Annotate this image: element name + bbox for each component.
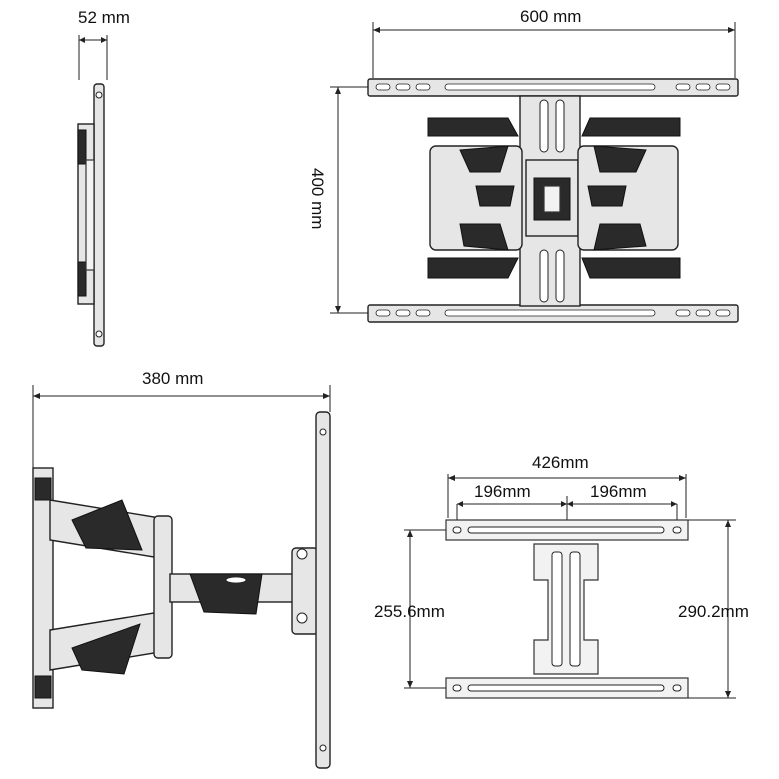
logo-badge-icon — [225, 576, 247, 584]
arm-lower-right — [581, 257, 681, 279]
arm-cover-left-bottom — [459, 223, 509, 251]
arrow-head — [728, 27, 735, 33]
arm-upper-right — [581, 117, 681, 137]
upper-arm-cover — [71, 499, 143, 551]
plate-hole — [672, 526, 682, 534]
extended-view: 380 mm — [32, 369, 331, 769]
width-label: 600 mm — [520, 7, 581, 26]
arrow-head — [335, 306, 341, 313]
arrow-head — [335, 87, 341, 94]
plate-hole — [452, 526, 462, 534]
center-slot — [539, 99, 549, 153]
tilt-knob — [296, 612, 308, 624]
center-slot — [555, 249, 565, 303]
plate-hole — [452, 684, 462, 692]
bolt-hole — [95, 330, 103, 338]
arrow-head — [725, 691, 731, 698]
left-spacing-label: 196mm — [474, 482, 531, 501]
bolt-hole — [319, 744, 327, 752]
wall-plate-clip — [34, 675, 52, 699]
right-spacing-label: 196mm — [590, 482, 647, 501]
plate-hole — [672, 684, 682, 692]
arrow-head — [457, 501, 463, 507]
side-bracket-top — [77, 129, 87, 165]
arrow-head — [679, 475, 686, 481]
arrow-head — [407, 530, 413, 537]
arm-upper-left — [427, 117, 519, 137]
arrow-head — [33, 393, 40, 399]
arrow-head — [323, 393, 330, 399]
arrow-head — [561, 501, 567, 507]
arm-cover-right-mid — [587, 185, 627, 207]
arm-lower-left — [427, 257, 519, 279]
arrow-head — [448, 475, 455, 481]
center-slot — [555, 99, 565, 153]
arrow-head — [671, 501, 677, 507]
height-label: 400 mm — [308, 168, 327, 229]
side-arm-profile — [85, 159, 95, 271]
overall-width-label: 426mm — [532, 453, 589, 472]
tilt-knob — [296, 548, 308, 560]
bolt-hole — [95, 91, 103, 99]
arm-cover-left-mid — [475, 185, 515, 207]
wall-bracket-insert — [543, 185, 561, 213]
plate-spine — [533, 543, 599, 675]
arrow-head — [567, 501, 573, 507]
depth-label: 52 mm — [78, 8, 130, 27]
lower-arm-cover — [71, 623, 141, 675]
arrow-head — [725, 520, 731, 527]
plate-slot — [467, 684, 665, 692]
forearm-cover — [189, 573, 263, 615]
plate-slot — [467, 526, 665, 534]
wall-plate-view: 426mm 196mm 196mm 255.6mm — [374, 453, 749, 699]
spine-slot — [551, 551, 563, 667]
arrow-head — [373, 27, 380, 33]
arrow-head — [407, 681, 413, 688]
front-view: 600 mm 400 mm — [308, 7, 739, 323]
arm-cover-left-top — [459, 145, 509, 173]
arrow-head — [79, 37, 85, 43]
arrow-head — [101, 37, 107, 43]
bolt-hole — [319, 428, 327, 436]
inner-height-label: 255.6mm — [374, 602, 445, 621]
extension-label: 380 mm — [142, 369, 203, 388]
side-view: 52 mm — [77, 8, 130, 347]
side-bracket-bottom — [77, 261, 87, 297]
outer-height-label: 290.2mm — [678, 602, 749, 621]
arm-cover-right-top — [593, 145, 647, 173]
spine-slot — [569, 551, 581, 667]
wall-plate — [32, 467, 54, 709]
side-rail — [93, 83, 105, 347]
arm-cover-right-bottom — [593, 223, 647, 251]
wall-plate-clip — [34, 477, 52, 501]
center-slot — [539, 249, 549, 303]
tv-rail — [315, 411, 331, 769]
